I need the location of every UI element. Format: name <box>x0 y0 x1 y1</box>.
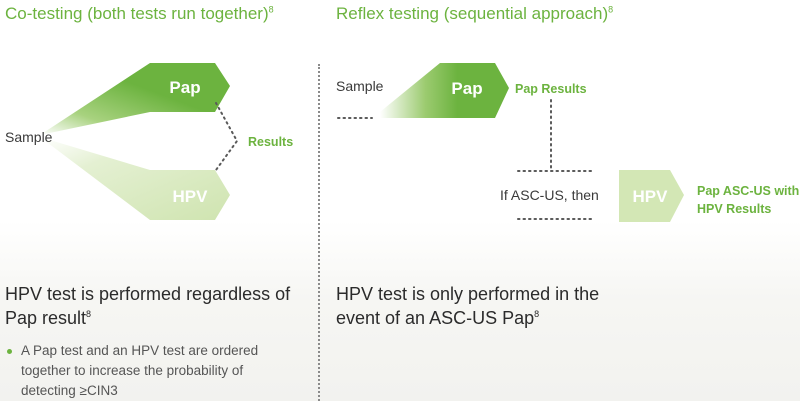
co-testing-heading: Co-testing (both tests run together)8 <box>5 4 274 23</box>
reflex-final-results-label: Pap ASC-US with HPV Results <box>697 184 800 216</box>
co-testing-sample-label: Sample <box>5 129 53 145</box>
co-testing-hpv-arrow <box>40 137 230 220</box>
reflex-pap-label: Pap <box>451 79 482 98</box>
reflex-sample-label: Sample <box>336 78 384 94</box>
column-divider <box>318 64 320 401</box>
reflex-pap-results-label: Pap Results <box>515 82 587 96</box>
reflex-testing-heading: Reflex testing (sequential approach)8 <box>336 4 614 23</box>
co-testing-bullet: A Pap test and an HPV test are ordered t… <box>21 343 259 398</box>
co-testing-results-connector <box>215 102 239 171</box>
co-testing-pap-arrow <box>40 63 230 135</box>
reflex-hpv-label: HPV <box>633 187 669 206</box>
reflex-hpv-box <box>619 170 684 222</box>
co-testing-results-label: Results <box>248 135 294 149</box>
reflex-statement: HPV test is only performed in the event … <box>336 284 600 328</box>
bullet-dot <box>7 349 12 354</box>
reflex-pap-arrow <box>380 63 509 118</box>
co-testing-pap-label: Pap <box>169 78 200 97</box>
co-testing-statement: HPV test is performed regardless of Pap … <box>5 284 291 328</box>
reflex-condition-label: If ASC-US, then <box>500 187 599 203</box>
co-testing-hpv-label: HPV <box>173 187 209 206</box>
